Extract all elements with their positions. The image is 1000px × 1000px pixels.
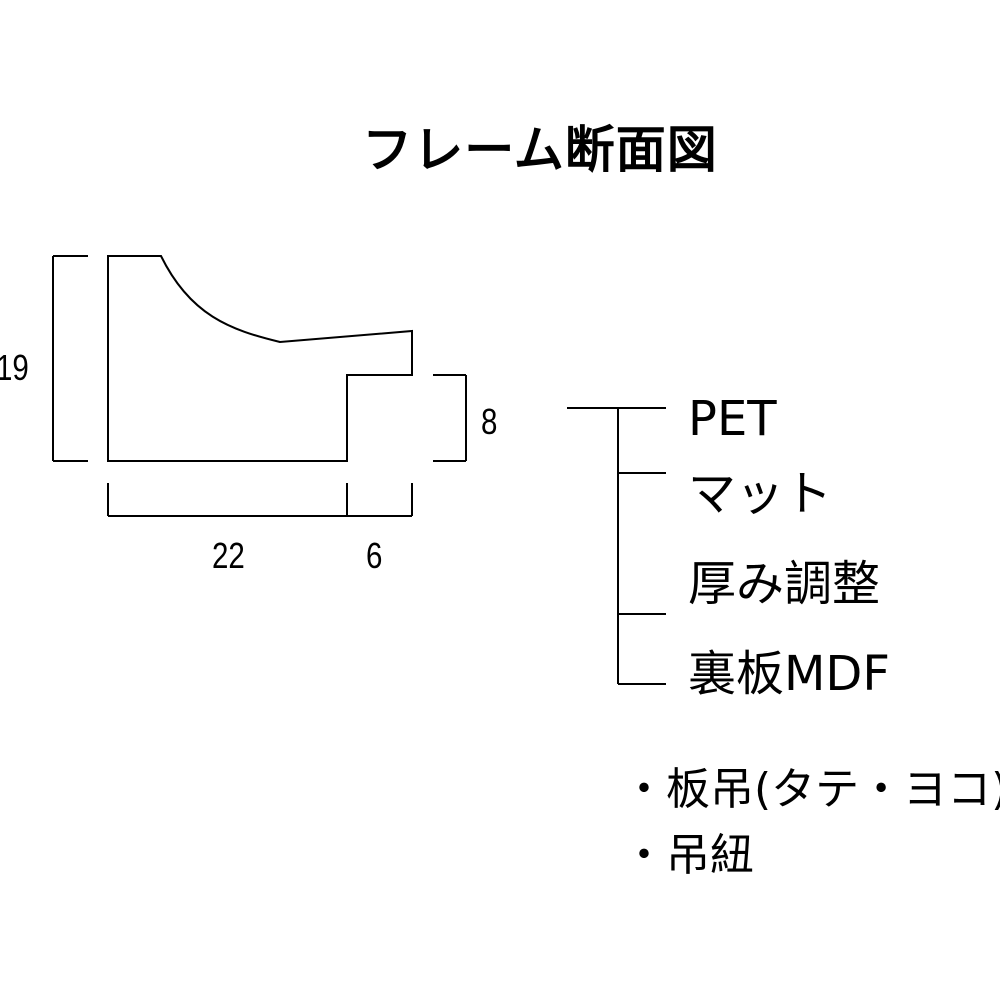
width-dimension-bracket <box>107 483 413 517</box>
height-dimension-bracket <box>52 255 88 462</box>
rabbet-dimension-label: 6 <box>366 535 383 576</box>
page-title: フレーム断面図 <box>362 121 718 179</box>
frame-profile <box>107 255 413 462</box>
depth-dimension-bracket <box>433 374 467 462</box>
note-hanging-cord: ・吊紐 <box>622 830 754 881</box>
layer-label-backboard: 裏板MDF <box>688 646 890 702</box>
layer-label-pet: PET <box>688 391 777 447</box>
depth-dimension-label: 8 <box>481 401 498 442</box>
layer-label-spacer: 厚み調整 <box>688 556 881 612</box>
width-dimension-label: 22 <box>212 535 245 576</box>
note-hanger-plate: ・板吊(タテ・ヨコ) <box>622 764 1000 815</box>
layer-label-mat: マット <box>688 466 833 522</box>
height-dimension-label: 19 <box>0 347 29 388</box>
layer-leader-lines <box>567 407 666 685</box>
